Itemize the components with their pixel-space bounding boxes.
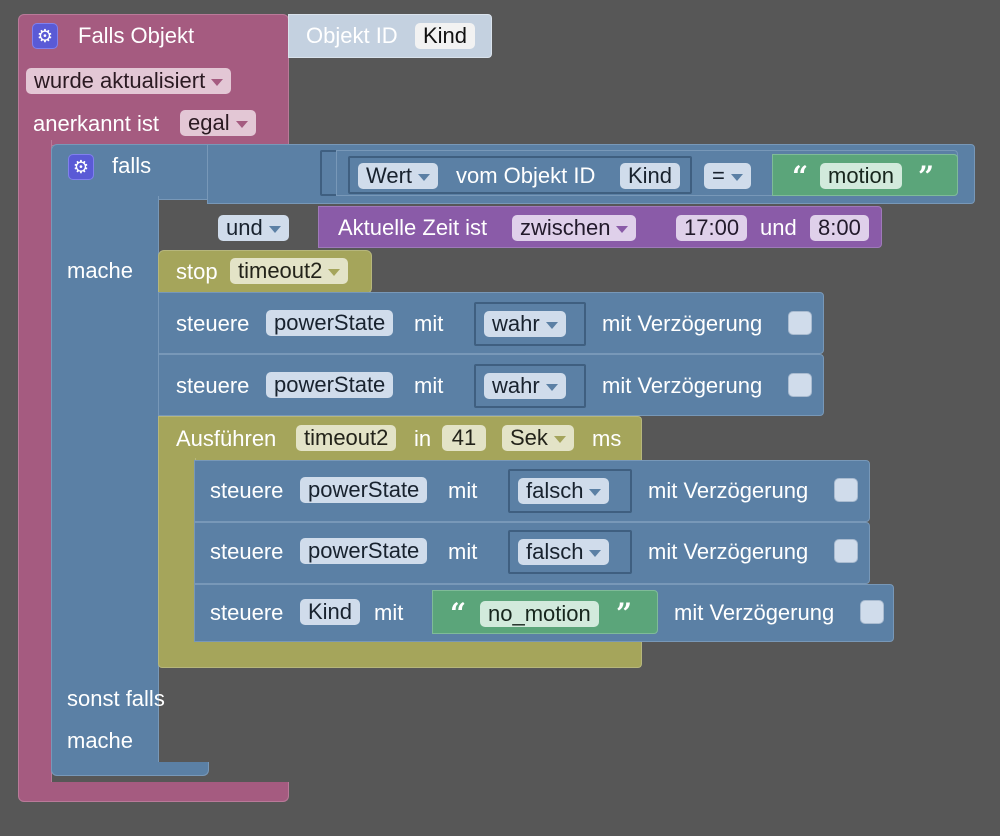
open-quote-icon: “ <box>450 597 467 630</box>
state-field[interactable]: Kind <box>300 599 361 625</box>
delay-label: mit Verzögerung <box>648 539 809 564</box>
with-label: mit <box>448 539 478 564</box>
delay-label: mit Verzögerung <box>602 311 763 336</box>
ack-label: anerkannt ist <box>33 111 159 136</box>
timeout-block-body <box>158 458 196 648</box>
delay-label: mit Verzögerung <box>648 478 809 503</box>
close-quote-icon: ” <box>616 597 633 630</box>
control-label: steuere <box>210 600 284 625</box>
stop-timer-dropdown[interactable]: timeout2 <box>230 258 349 284</box>
delay-label: mit Verzögerung <box>602 373 763 398</box>
trigger-block-body <box>18 140 52 788</box>
delay-checkbox[interactable] <box>834 539 858 563</box>
timeout-in-label: in <box>414 426 432 451</box>
timeout-unit-dropdown[interactable]: Sek <box>502 425 574 451</box>
control-label: steuere <box>176 373 250 398</box>
delay-checkbox[interactable] <box>860 600 884 624</box>
start-time-field[interactable]: 17:00 <box>676 215 748 241</box>
delay-label: mit Verzögerung <box>674 600 835 625</box>
if-block-footer <box>51 762 209 776</box>
if-label: falls <box>112 153 152 178</box>
timeout-delay-field[interactable]: 41 <box>442 425 486 451</box>
with-label: mit <box>414 311 444 336</box>
value-dropdown[interactable]: falsch <box>518 478 610 504</box>
timeout-label: Ausführen <box>176 426 277 451</box>
trigger-object-id-field[interactable]: Kind <box>415 23 476 49</box>
attribute-dropdown[interactable]: Wert <box>358 163 439 189</box>
condition-object-id-field[interactable]: Kind <box>620 163 681 189</box>
with-label: mit <box>448 478 478 503</box>
time-compare-label: Aktuelle Zeit ist <box>338 215 488 240</box>
object-id-label: Objekt ID <box>306 23 398 48</box>
else-do-label: mache <box>67 728 134 753</box>
state-field[interactable]: powerState <box>300 538 428 564</box>
time-mode-dropdown[interactable]: zwischen <box>512 215 637 241</box>
trigger-settings-icon[interactable]: ⚙ <box>32 23 58 49</box>
timeout-timer-field[interactable]: timeout2 <box>296 425 397 451</box>
value-dropdown[interactable]: falsch <box>518 539 610 565</box>
change-mode-dropdown[interactable]: wurde aktualisiert <box>26 68 232 94</box>
if-settings-icon[interactable]: ⚙ <box>68 154 94 180</box>
of-object-label: vom Objekt ID <box>456 163 596 188</box>
end-time-field[interactable]: 8:00 <box>810 215 869 241</box>
with-label: mit <box>414 373 444 398</box>
close-quote-icon: ” <box>918 160 935 193</box>
if-block-body <box>51 196 159 774</box>
motion-text-field[interactable]: motion <box>820 163 903 189</box>
no-motion-text-field[interactable]: no_motion <box>480 601 599 627</box>
trigger-block-footer <box>18 782 289 802</box>
stop-label: stop <box>176 259 218 284</box>
do-label: mache <box>67 258 134 283</box>
timeout-ms-label: ms <box>592 426 622 451</box>
state-field[interactable]: powerState <box>266 372 394 398</box>
delay-checkbox[interactable] <box>834 478 858 502</box>
delay-checkbox[interactable] <box>788 311 812 335</box>
elseif-label: sonst falls <box>67 686 165 711</box>
time-and-label: und <box>760 215 797 240</box>
state-field[interactable]: powerState <box>300 477 428 503</box>
control-label: steuere <box>210 539 284 564</box>
value-dropdown[interactable]: wahr <box>484 373 566 399</box>
open-quote-icon: “ <box>792 160 809 193</box>
value-dropdown[interactable]: wahr <box>484 311 566 337</box>
with-label: mit <box>374 600 404 625</box>
logic-operator-dropdown[interactable]: und <box>218 215 289 241</box>
trigger-title: Falls Objekt <box>78 23 195 48</box>
operator-dropdown[interactable]: = <box>704 163 751 189</box>
delay-checkbox[interactable] <box>788 373 812 397</box>
control-label: steuere <box>176 311 250 336</box>
state-field[interactable]: powerState <box>266 310 394 336</box>
control-label: steuere <box>210 478 284 503</box>
timeout-block-footer <box>158 642 642 668</box>
ack-dropdown[interactable]: egal <box>180 110 256 136</box>
